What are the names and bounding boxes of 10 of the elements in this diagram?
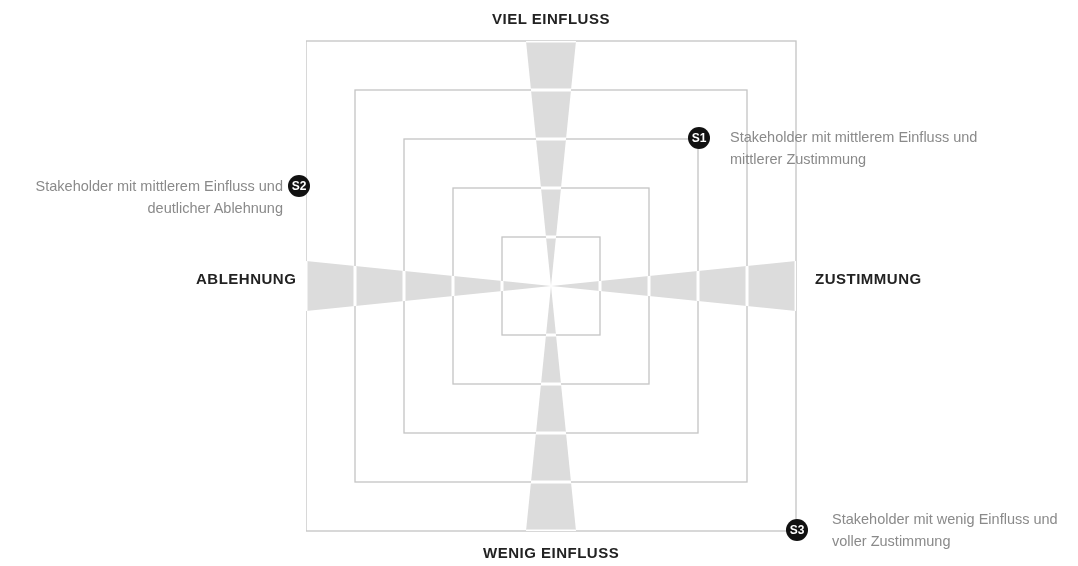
stakeholder-marker: S2 <box>288 175 310 197</box>
stakeholder-marker: S1 <box>688 127 710 149</box>
stakeholder-description: Stakeholder mit mittlerem Einfluss und deutlicher Ablehnung <box>34 177 283 218</box>
stakeholder-description: Stakeholder mit wenig Einfluss und voller Zustimmung <box>832 510 1059 551</box>
axis-label: ABLEHNUNG <box>196 270 297 287</box>
axis-label: VIEL EINFLUSS <box>492 10 610 27</box>
axis-label: ZUSTIMMUNG <box>815 270 922 287</box>
axis-label: WENIG EINFLUSS <box>483 544 620 561</box>
stakeholder-marker: S3 <box>786 519 808 541</box>
stakeholder-description: Stakeholder mit mittlerem Einfluss und mittlerer Zustimmung <box>730 128 979 169</box>
